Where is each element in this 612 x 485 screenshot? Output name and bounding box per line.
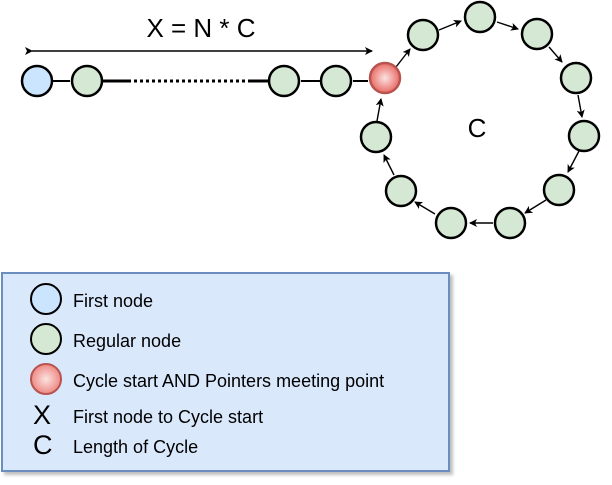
- legend-c-symbol: C: [33, 430, 53, 460]
- regular-node: [559, 61, 593, 95]
- legend-x-symbol: X: [33, 400, 52, 430]
- cycle-length-label: C: [468, 113, 487, 143]
- legend-first-node-label: First node: [73, 291, 154, 311]
- regular-node: [406, 18, 440, 52]
- linked-list-cycle-diagram: X = N * C C: [20, 0, 601, 240]
- first-node: [20, 64, 54, 98]
- legend-cycle-start-swatch: [30, 363, 62, 395]
- regular-node: [493, 206, 527, 240]
- regular-node: [542, 173, 576, 207]
- regular-node: [267, 64, 301, 98]
- legend-regular-node-swatch: [30, 323, 62, 355]
- legend-x-desc: First node to Cycle start: [73, 407, 264, 427]
- cycle-arrows: [375, 19, 585, 227]
- regular-node: [520, 17, 554, 51]
- legend-cycle-start-label: Cycle start AND Pointers meeting point: [73, 371, 385, 391]
- cycle-nodes: [359, 0, 601, 240]
- legend-box: [1, 272, 450, 472]
- regular-node: [384, 174, 418, 208]
- regular-node: [359, 120, 393, 154]
- regular-node: [463, 0, 497, 34]
- legend-c-desc: Length of Cycle: [73, 437, 199, 457]
- regular-node: [319, 64, 353, 98]
- x-formula-label: X = N * C: [146, 13, 255, 43]
- regular-node: [70, 64, 104, 98]
- regular-node: [434, 206, 468, 240]
- legend-regular-node-label: Regular node: [73, 331, 182, 351]
- regular-node: [567, 119, 601, 153]
- cycle-start-node: [368, 61, 402, 95]
- legend-first-node-swatch: [30, 283, 62, 315]
